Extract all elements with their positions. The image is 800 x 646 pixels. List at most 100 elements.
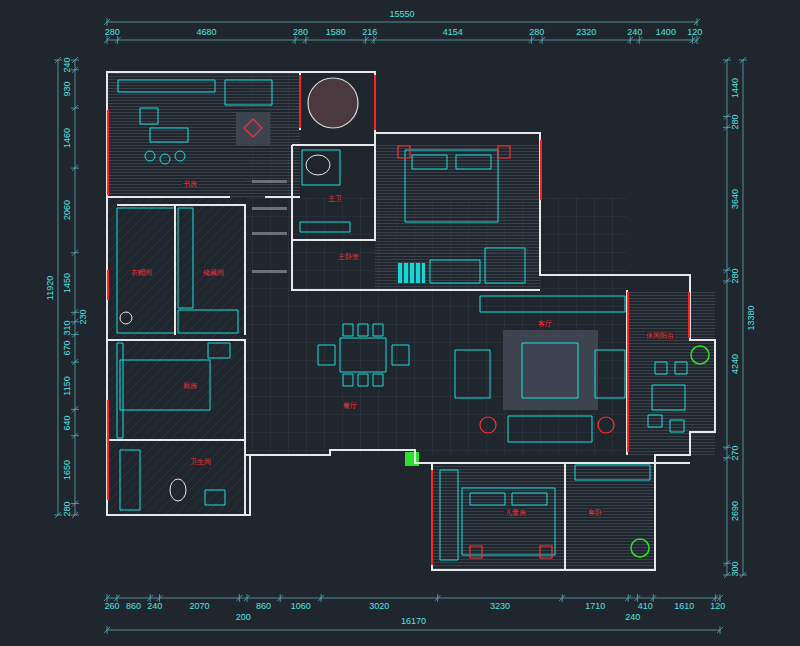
dimension-text: 410 (638, 602, 653, 611)
dimension-stroke (363, 37, 369, 43)
dimension-stroke (559, 595, 565, 601)
dimension-text: 2320 (576, 28, 596, 37)
dimension-stroke (371, 37, 377, 43)
dimension-stroke (303, 37, 309, 43)
stair-lines (403, 263, 421, 283)
wood-floor (375, 145, 540, 290)
dimension-text: 15550 (389, 10, 414, 19)
stair-block (398, 263, 425, 283)
dimension-stroke (692, 36, 693, 44)
dimension-stroke (54, 515, 62, 516)
dimension-stroke (724, 455, 730, 461)
dimension-text: 1060 (291, 602, 311, 611)
dimension-text: 1650 (63, 460, 72, 480)
dimension-stroke (305, 36, 306, 44)
dimension-stroke (104, 627, 110, 633)
dimension-text: 1460 (63, 128, 72, 148)
room-name: 书房 (182, 180, 198, 187)
dimension-stroke (531, 36, 532, 44)
dimension-stroke (694, 19, 700, 25)
dimension-text: 120 (710, 602, 725, 611)
dimension-stroke (724, 57, 730, 63)
dimension-stroke (724, 267, 730, 273)
dimension-stroke (634, 595, 640, 601)
dimension-stroke (639, 36, 640, 44)
dimension-line (723, 57, 747, 578)
dimension-stroke (71, 108, 79, 109)
dimension-text: 310 (63, 321, 72, 336)
step-marks (252, 180, 287, 273)
dimension-text: 11920 (46, 275, 55, 299)
dimension-stroke (539, 37, 545, 43)
dimension-text: 2690 (731, 501, 740, 521)
plant (691, 346, 709, 364)
room-name: 储藏间 (202, 269, 225, 276)
dimension-stroke (71, 69, 79, 70)
dimension-stroke (295, 36, 296, 44)
dimension-stroke (71, 409, 79, 410)
dimension-stroke (743, 60, 744, 575)
room-name: 客卧 (587, 509, 603, 516)
dimension-text: 280 (63, 502, 72, 517)
dimension-stroke (628, 594, 629, 602)
room-name: 儿童房 (504, 509, 527, 516)
dimension-stroke (54, 60, 62, 61)
dimension-text: 240 (63, 57, 72, 72)
dimension-stroke (653, 594, 654, 602)
wood-floor (107, 72, 300, 197)
dimension-stroke (72, 406, 78, 412)
toilet (170, 479, 186, 501)
dimension-text: 240 (627, 28, 642, 37)
dimension-stroke (72, 359, 78, 365)
dimension-stroke (637, 594, 638, 602)
dimension-stroke (71, 334, 79, 335)
room-name: 主卧室 (337, 253, 360, 260)
dimension-text: 3640 (731, 189, 740, 209)
wood-floor (432, 463, 655, 570)
new-walls (108, 75, 689, 565)
dimension-stroke (117, 36, 118, 44)
dimension-stroke (244, 595, 250, 601)
dimension-stroke (542, 36, 543, 44)
dimension-stroke (72, 67, 78, 73)
dimension-stroke (697, 36, 698, 44)
bathtub (306, 155, 330, 175)
dimension-stroke (72, 57, 78, 63)
dimension-text: 280 (529, 28, 544, 37)
dimension-text: 860 (126, 602, 141, 611)
dimension-stroke (724, 572, 730, 578)
dimension-text: 280 (731, 114, 740, 129)
dimension-stroke (72, 433, 78, 439)
dimension-stroke (437, 594, 438, 602)
dimension-stroke (72, 332, 78, 338)
dimension-stroke (717, 627, 723, 633)
dimension-stroke (740, 572, 746, 578)
dimension-text: 670 (63, 341, 72, 356)
dimension-stroke (365, 36, 366, 44)
dimension-stroke (239, 594, 240, 602)
chair (175, 151, 185, 161)
dimension-stroke (724, 124, 730, 130)
dimension-stroke (739, 60, 747, 61)
dimension-text: 1580 (326, 28, 346, 37)
plant (631, 539, 649, 557)
dimension-text: 4680 (196, 28, 216, 37)
dimension-stroke (104, 595, 110, 601)
dimension-text: 1440 (731, 78, 740, 98)
dimension-stroke (71, 362, 79, 363)
room-name: 厨房 (182, 382, 198, 389)
dimension-stroke (247, 594, 248, 602)
dimension-line (104, 594, 723, 634)
dimension-stroke (156, 595, 162, 601)
dimension-stroke (72, 105, 78, 111)
dimension-text: 1150 (63, 376, 72, 395)
dimension-stroke (562, 594, 563, 602)
dimension-stroke (318, 595, 324, 601)
dimension-stroke (71, 515, 79, 516)
dimension-stroke (71, 252, 79, 253)
dimension-stroke (321, 594, 322, 602)
room-name: 餐厅 (342, 402, 358, 409)
